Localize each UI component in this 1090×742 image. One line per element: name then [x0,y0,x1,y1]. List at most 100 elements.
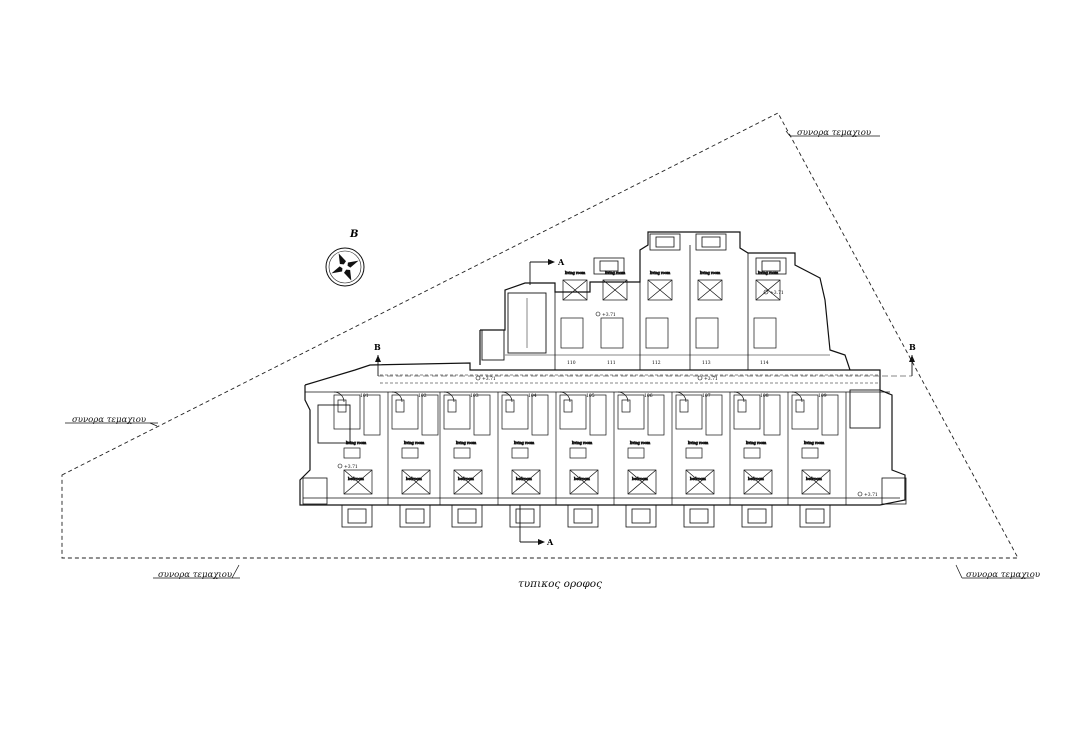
bathroom [695,317,719,349]
bed [511,469,541,495]
bed [569,469,599,495]
bed-diagonal [697,279,723,301]
north-label: B [350,229,359,240]
bed-diagonal [562,279,588,301]
room-label-living: living room [346,441,367,445]
level-text: +3.71 [770,290,784,296]
drawing-caption: τυπικος οροφος [517,578,602,590]
kitchenette [531,394,549,436]
door-swing [559,391,571,403]
room-label-living: living room [700,271,721,275]
bathroom [501,394,529,430]
section-label-b-right: B [909,342,916,352]
door-swing [675,391,687,403]
balcony [399,504,431,528]
balcony-table [701,236,721,248]
bathroom [559,394,587,430]
boundary-label-left: συνορα τεμαχιου [72,415,146,425]
bathroom [645,317,669,349]
section-label-b-left: B [374,342,381,352]
level-marker [697,375,703,381]
bed-diagonal [401,469,431,495]
room-label-bedroom: bedroom [348,477,364,481]
bathroom [600,317,624,349]
unit-number: 104 [528,393,537,399]
bed [562,279,588,301]
section-mark-b-left: B [374,342,912,377]
balcony-table [347,508,367,524]
room-label-living: living room [746,441,767,445]
bed-diagonal [569,469,599,495]
north-arrow-icon [325,247,365,287]
boundary-label-bottom-left: συνορα τεμαχιου [158,570,232,580]
balcony [567,504,599,528]
door-swing [333,391,345,403]
kitchenette [363,394,381,436]
level-marker [337,463,343,469]
balcony-table [599,260,619,272]
room-label-living: living room [758,271,779,275]
wc [337,399,347,413]
bathroom [733,394,761,430]
level-marker [475,375,481,381]
wc [795,399,805,413]
kitchenette [763,394,781,436]
bed [602,279,628,301]
boundary-label-bottom-right: συνορα τεμαχιου [966,570,1040,580]
sofa [627,447,645,459]
balcony-table [805,508,825,524]
balcony-table [405,508,425,524]
unit-number: 108 [760,393,769,399]
bed [801,469,831,495]
wc [395,399,405,413]
balcony-table [747,508,767,524]
bed [697,279,723,301]
balcony [741,504,773,528]
level-text: +3.71 [602,312,616,318]
room-label-living: living room [630,441,651,445]
unit-number: 113 [702,360,711,366]
bed [401,469,431,495]
building-outline [299,231,906,506]
level-text: +3.71 [704,376,718,382]
level-text: +3.71 [482,376,496,382]
sofa [401,447,419,459]
door-swing [443,391,455,403]
bathroom [753,317,777,349]
balcony [881,477,907,505]
section-mark-a-bottom: A [519,505,554,547]
sofa [743,447,761,459]
sofa [801,447,819,459]
room-label-living: living room [605,271,626,275]
bed [755,279,781,301]
room-label-living: living room [514,441,535,445]
section-mark-b-right: B [909,342,916,376]
bed-diagonal [685,469,715,495]
bathroom [791,394,819,430]
kitchenette [705,394,723,436]
boundary-leaders [65,130,1034,579]
bed [685,469,715,495]
balcony [302,477,328,505]
unit-number: 107 [702,393,711,399]
bed-diagonal [627,469,657,495]
unit-number: 109 [818,393,827,399]
balcony [799,504,831,528]
level-marker [857,491,863,497]
kitchenette [589,394,607,436]
sofa [569,447,587,459]
room-label-bedroom: bedroom [516,477,532,481]
bed-diagonal [647,279,673,301]
sofa [511,447,529,459]
balcony [509,504,541,528]
room-label-living: living room [404,441,425,445]
room-label-living: living room [572,441,593,445]
balcony-table [515,508,535,524]
bed [627,469,657,495]
room-label-bedroom: bedroom [406,477,422,481]
balconies [302,233,907,528]
boundary-label-top-right: συνορα τεμαχιου [797,128,871,138]
room-label-bedroom: bedroom [690,477,706,481]
